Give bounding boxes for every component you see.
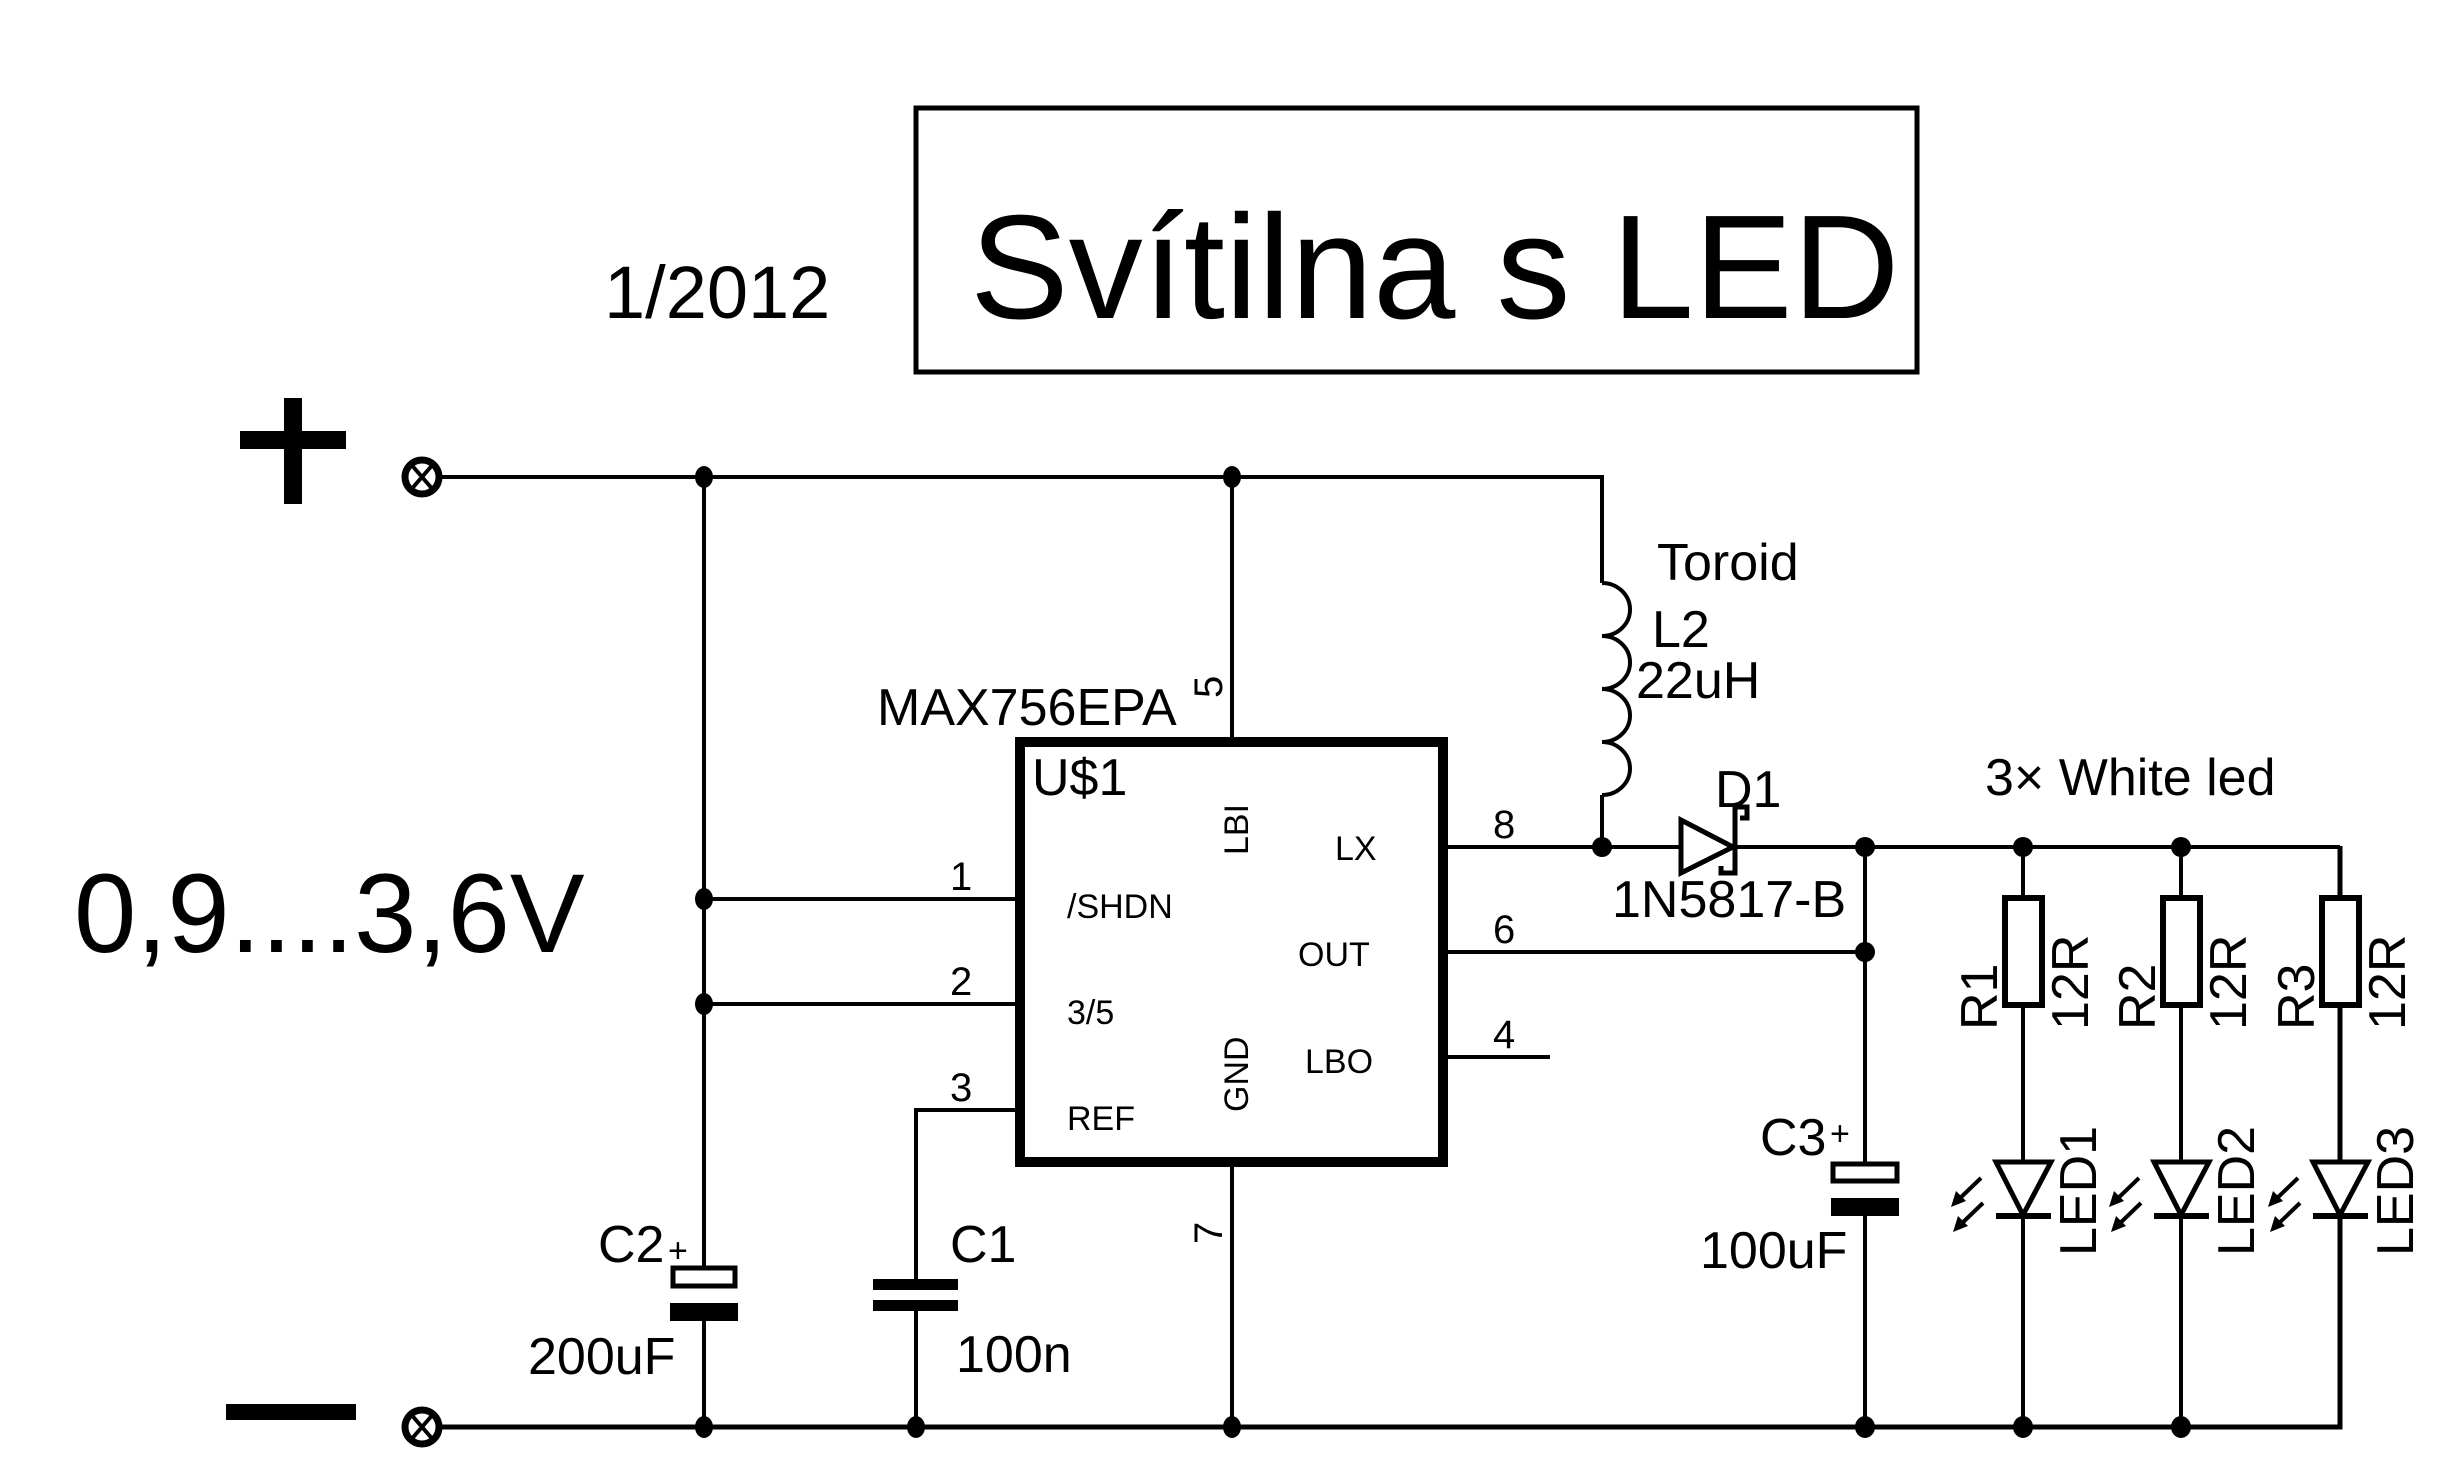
capacitor-c2-icon[interactable] <box>670 1265 738 1321</box>
junction-dot <box>2013 837 2033 857</box>
resistor-r2-icon[interactable] <box>2160 895 2203 1008</box>
pin-name-out: OUT <box>1298 936 1370 974</box>
positive-rail-wire <box>440 475 1604 583</box>
c3-plus: + <box>1830 1115 1850 1153</box>
led-group-label: 3× White led <box>1985 749 2276 807</box>
pin4-number: 4 <box>1493 1013 1515 1057</box>
pin-name-ref: REF <box>1067 1100 1135 1138</box>
r2-ref: R2 <box>2109 964 2167 1030</box>
pin-name-lbi: LBI <box>1218 804 1256 855</box>
pin-name-lx: LX <box>1335 830 1377 868</box>
pin-name-3-5: 3/5 <box>1067 994 1114 1032</box>
led3-ref: LED3 <box>2367 1126 2425 1256</box>
r1-ref: R1 <box>1951 964 2009 1030</box>
diode-ref: D1 <box>1715 761 1781 819</box>
led3-icon[interactable] <box>2268 1159 2373 1232</box>
capacitor-c3-icon[interactable] <box>1830 1161 1900 1216</box>
junction-dot <box>907 1416 925 1438</box>
c2-value: 200uF <box>528 1328 675 1386</box>
junction-dots <box>695 466 2191 1438</box>
title-box <box>913 105 1920 375</box>
pin3-wire <box>914 1108 1020 1279</box>
capacitor-c1-icon[interactable] <box>873 1279 958 1311</box>
junction-dot <box>1223 466 1241 488</box>
pin3-number: 3 <box>950 1066 972 1110</box>
led2-ref: LED2 <box>2208 1126 2266 1256</box>
c3-value: 100uF <box>1700 1222 1847 1280</box>
r2-value: 12R <box>2200 935 2258 1030</box>
c3-ref: C3 <box>1760 1109 1826 1167</box>
pin-name-lbo: LBO <box>1305 1043 1373 1081</box>
led1-ref: LED1 <box>2050 1126 2108 1256</box>
plus-symbol <box>240 398 346 504</box>
junction-dot <box>2171 1416 2191 1438</box>
negative-terminal-icon[interactable] <box>401 1406 443 1448</box>
junction-dot <box>1223 1416 1241 1438</box>
inductor-l2-icon[interactable] <box>1600 581 1632 847</box>
pin6-number: 6 <box>1493 908 1515 952</box>
pin8-number: 8 <box>1493 803 1515 847</box>
c2-ref: C2 <box>598 1216 664 1274</box>
junction-dot <box>695 1416 713 1438</box>
r3-ref: R3 <box>2268 964 2326 1030</box>
inductor-note: Toroid <box>1657 534 1799 592</box>
resistor-r3-icon[interactable] <box>2319 895 2362 1008</box>
junction-dot <box>1855 837 1875 857</box>
branch-1 <box>1951 847 2056 1427</box>
schottky-diode-icon[interactable] <box>1678 804 2340 878</box>
voltage-range-label: 0,9....3,6V <box>74 851 585 976</box>
positive-terminal-icon[interactable] <box>401 456 443 498</box>
junction-dot <box>2013 1416 2033 1438</box>
junction-dot <box>1855 1416 1875 1438</box>
junction-dot <box>1855 942 1875 962</box>
pin-name-shdn: /SHDN <box>1067 888 1173 926</box>
minus-symbol <box>226 1404 356 1420</box>
r3-value: 12R <box>2359 935 2417 1030</box>
ground-rail-wire <box>440 846 2343 1430</box>
led2-icon[interactable] <box>2109 1159 2214 1232</box>
junction-dot <box>1592 837 1612 857</box>
inductor-ref: L2 <box>1652 601 1710 659</box>
c1-value: 100n <box>956 1326 1072 1384</box>
r1-value: 12R <box>2042 935 2100 1030</box>
pin-name-gnd: GND <box>1218 1036 1256 1112</box>
schematic-title: Svítilna s LED <box>970 185 1899 350</box>
inductor-value: 22uH <box>1636 652 1760 710</box>
c1-ref: C1 <box>950 1216 1016 1274</box>
pin7-number: 7 <box>1187 1222 1231 1244</box>
junction-dot <box>695 888 713 910</box>
junction-dot <box>2171 837 2191 857</box>
date-label: 1/2012 <box>604 251 830 334</box>
junction-dot <box>695 993 713 1015</box>
branch-2 <box>2109 847 2214 1427</box>
pin5-number: 5 <box>1187 676 1231 698</box>
ic-part-label: MAX756EPA <box>877 679 1177 737</box>
junction-dot <box>695 466 713 488</box>
c2-plus: + <box>668 1232 688 1270</box>
pin1-number: 1 <box>950 855 972 899</box>
diode-part: 1N5817-B <box>1612 871 1846 929</box>
branch-3 <box>2268 895 2373 1232</box>
pin2-number: 2 <box>950 960 972 1004</box>
led1-icon[interactable] <box>1951 1159 2056 1232</box>
resistor-r1-icon[interactable] <box>2002 895 2045 1008</box>
ic-ref-label: U$1 <box>1032 749 1127 807</box>
